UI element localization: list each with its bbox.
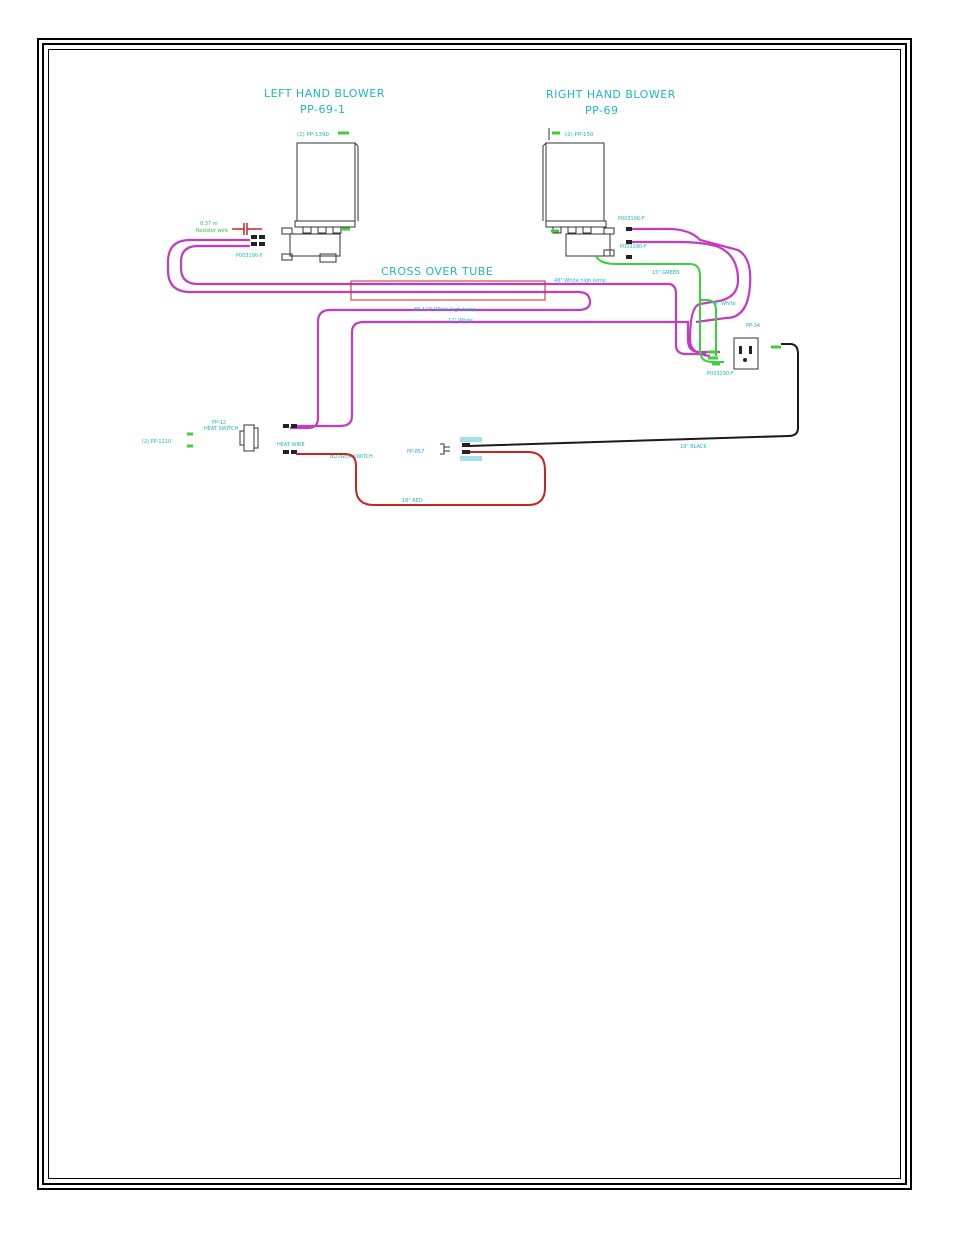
- black-wire: [467, 343, 799, 447]
- wire-black-label: 18" BLACK: [680, 444, 707, 450]
- outlet-part-label: PP-34: [746, 323, 760, 329]
- right-blower-title: RIGHT HAND BLOWER: [546, 88, 676, 101]
- wire-red-label: 18" RED: [402, 498, 423, 504]
- cross-over-tube-label: CROSS OVER TUBE: [381, 265, 493, 278]
- cross-over-tube-box: [350, 280, 546, 301]
- heater-sub-label: HEAT SWITCH: [204, 426, 238, 432]
- wire-white-hightemp-88-label: 88 1/2" White high temp: [414, 307, 476, 313]
- left-blower-fuse-label: (2) PP-1390: [297, 132, 330, 138]
- right-blower-fuse-label: (2) PP-150: [565, 132, 594, 138]
- right-blower-box: [545, 142, 605, 222]
- green-wires: [595, 255, 724, 363]
- blower-switch-component: PP-857: [407, 437, 482, 461]
- outlet: PP-34 P003190-F: [707, 323, 781, 377]
- resistor-sub-label: Resistor wire: [196, 228, 228, 234]
- wire-white-6-label: 6" White: [714, 301, 736, 307]
- left-blower-title: LEFT HAND BLOWER: [264, 87, 385, 100]
- left-connector-label: P003190-F: [236, 253, 263, 259]
- wire-white-hightemp-48-label: 48" White high temp: [554, 278, 606, 284]
- magenta-wires: [166, 227, 752, 430]
- right-mid-connector-label: P003190-F: [620, 244, 647, 250]
- blower-switch-label: BLOWER SWITCH: [330, 454, 373, 460]
- wire-green-label: 15" GREEN: [652, 270, 680, 276]
- left-blower: LEFT HAND BLOWER PP-69-1 (2) PP-1390 0.3…: [196, 87, 385, 263]
- right-top-connector-label: P003106-F: [618, 216, 645, 222]
- heater-switch: PP-12 HEAT SWITCH (2) PP-1210 HEAT WIRE …: [142, 420, 373, 460]
- heat-wire-label: HEAT WIRE: [277, 442, 305, 448]
- heater-fuse-label: (2) PP-1210: [142, 439, 171, 445]
- switch-part-label: PP-857: [407, 449, 424, 455]
- middle-frame: [42, 43, 907, 1185]
- left-blower-box: [296, 142, 356, 222]
- red-wire: [296, 451, 546, 506]
- wire-white-12-label: 12" White: [448, 318, 473, 324]
- right-blower: RIGHT HAND BLOWER PP-69 (2) PP-150 P0031…: [542, 88, 676, 259]
- right-blower-part: PP-69: [585, 104, 619, 117]
- left-blower-part: PP-69-1: [300, 103, 345, 116]
- outlet-connector-label: P003190-F: [707, 371, 734, 377]
- resistor-label: 0.37 m: [200, 221, 218, 227]
- heater-part-label: PP-12: [212, 420, 226, 426]
- inner-frame: [48, 49, 901, 1179]
- outer-frame: [37, 38, 912, 1190]
